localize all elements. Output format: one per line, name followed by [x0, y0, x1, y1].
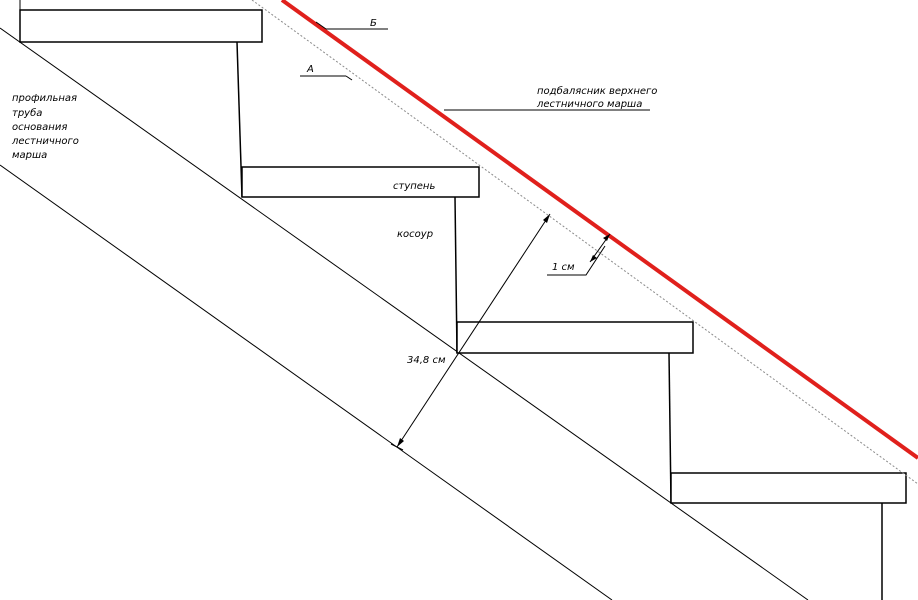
label-pipe-line: профильная [12, 93, 77, 104]
leader-b-tick [315, 21, 327, 30]
leader-lines [300, 21, 650, 276]
label-stringer: косоур [397, 229, 433, 240]
depth-tick [390, 443, 404, 451]
tread-4 [670, 472, 907, 504]
leader-gap [547, 245, 606, 276]
gap-dimension [589, 233, 611, 263]
label-pipe-line: марша [12, 150, 47, 161]
depth-arrow-icon [543, 214, 550, 223]
label-beam: подбалясник верхнего лестничного марша [536, 85, 661, 110]
label-pipe-line: основания [12, 122, 67, 133]
label-depth: 34,8 см [407, 355, 446, 366]
label-beam-line: подбалясник верхнего [537, 85, 657, 97]
label-step: ступень [393, 181, 435, 192]
pipe-lower-edge [0, 164, 613, 600]
pipe-upper-edge [0, 27, 809, 600]
depth-dim-line [396, 213, 551, 448]
tread-1 [19, 9, 263, 43]
depth-dimension [390, 213, 551, 451]
stringer-risers [236, 41, 883, 600]
label-b: Б [370, 18, 377, 29]
depth-arrow-icon [397, 438, 404, 447]
gap-arrow-icon [603, 234, 610, 241]
label-pipe-line: труба [12, 107, 42, 119]
label-pipe-line: лестничного [11, 136, 79, 147]
label-beam-line: лестничного марша [536, 99, 642, 110]
label-pipe: профильная труба основания лестничного м… [11, 93, 82, 161]
reference-line-a [251, 0, 918, 485]
label-gap: 1 см [552, 262, 575, 273]
treads [19, 0, 907, 504]
riser-1 [236, 41, 243, 198]
label-a: А [306, 64, 314, 75]
tread-3 [456, 321, 694, 354]
gap-arrow-icon [590, 255, 597, 262]
handrail-beam [280, 0, 918, 460]
leader-a-tick [345, 75, 353, 81]
tread-2 [241, 166, 480, 198]
profile-pipe [0, 27, 809, 600]
